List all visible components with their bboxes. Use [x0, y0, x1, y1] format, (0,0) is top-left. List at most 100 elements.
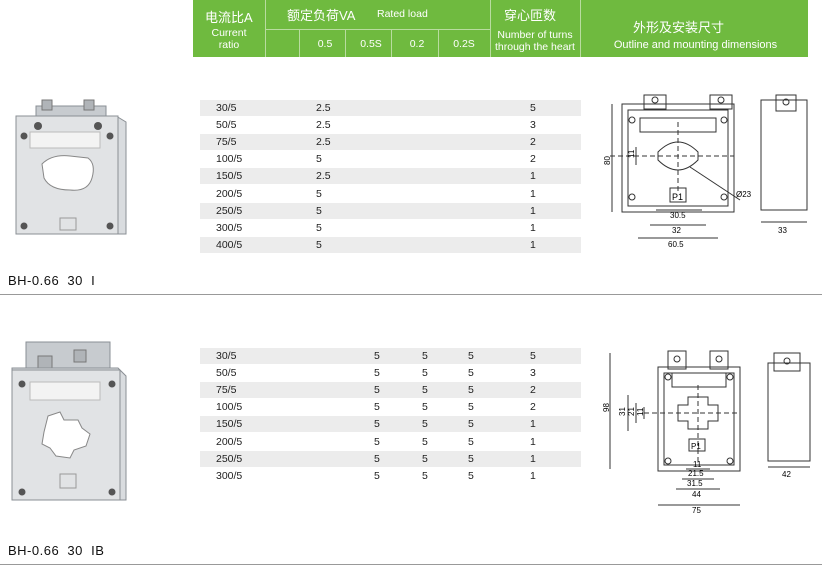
- product-photo-bh30-ib: [11, 341, 127, 501]
- cell-ratio: 50/5: [216, 119, 237, 131]
- cell-load-05: 5: [374, 470, 380, 482]
- cell-load-05: 5: [374, 384, 380, 396]
- load-class-1: 0.5S: [360, 38, 382, 50]
- cell-ratio: 30/5: [216, 102, 237, 114]
- cell-ratio: 100/5: [216, 401, 243, 413]
- cell-turns: 1: [530, 453, 536, 465]
- cell-load-05s: 5: [422, 453, 428, 465]
- cell-load: 5: [316, 153, 322, 165]
- cell-load-05s: 5: [422, 367, 428, 379]
- dimension-drawing-bh30-i: 80 11 30.5 32 60.5 Ø23 33 P1: [603, 94, 808, 249]
- cell-turns: 1: [530, 470, 536, 482]
- header-turns-en-1: Number of turns: [497, 29, 573, 41]
- cell-turns: 2: [530, 401, 536, 413]
- header-load-cn: 额定负荷VA: [287, 8, 356, 23]
- cell-turns: 2: [530, 153, 536, 165]
- table-row: 300/5 5 1: [200, 220, 581, 236]
- cell-ratio: 400/5: [216, 239, 243, 251]
- header-load-en: Rated load: [377, 8, 428, 20]
- header-divider: [438, 29, 439, 57]
- load-class-3: 0.2S: [453, 38, 475, 50]
- cell-turns: 1: [530, 436, 536, 448]
- cell-turns: 1: [530, 205, 536, 217]
- header-turns-cn: 穿心匝数: [504, 8, 557, 23]
- cell-ratio: 75/5: [216, 136, 237, 148]
- cell-load: 2.5: [316, 119, 331, 131]
- load-class-0: 0.5: [317, 38, 333, 50]
- table-row: 30/5 2.5 5: [200, 100, 581, 116]
- cell-ratio: 200/5: [216, 188, 243, 200]
- dim2-21-5: 21.5: [688, 469, 704, 478]
- cell-load: 5: [316, 239, 322, 251]
- table-row: 400/5 5 1: [200, 237, 581, 253]
- dim2-31-5: 31.5: [687, 479, 703, 488]
- cell-ratio: 250/5: [216, 453, 243, 465]
- cell-load-05s: 5: [422, 436, 428, 448]
- cell-load-05s: 5: [422, 401, 428, 413]
- cell-ratio: 50/5: [216, 367, 237, 379]
- cell-load-05s: 5: [422, 418, 428, 430]
- header-divider: [580, 0, 581, 57]
- cell-load-05s: 5: [422, 350, 428, 362]
- cell-turns: 5: [530, 102, 536, 114]
- cell-turns: 2: [530, 136, 536, 148]
- cell-load-02: 5: [468, 384, 474, 396]
- cell-load-02: 5: [468, 350, 474, 362]
- header-divider: [345, 29, 346, 57]
- cell-turns: 3: [530, 367, 536, 379]
- header-dims-en: Outline and mounting dimensions: [613, 39, 778, 51]
- dim2-75: 75: [692, 506, 701, 515]
- header-divider: [265, 29, 490, 30]
- cell-turns: 1: [530, 239, 536, 251]
- cell-turns: 5: [530, 350, 536, 362]
- table-header: 电流比A Current ratio 额定负荷VA Rated load 0.5…: [193, 0, 808, 57]
- cell-load-05: 5: [374, 367, 380, 379]
- cell-ratio: 300/5: [216, 222, 243, 234]
- cell-ratio: 300/5: [216, 470, 243, 482]
- cell-ratio: 150/5: [216, 170, 243, 182]
- cell-load-05: 5: [374, 453, 380, 465]
- cell-turns: 2: [530, 384, 536, 396]
- header-dims-cn: 外形及安装尺寸: [633, 20, 725, 35]
- cell-load: 5: [316, 188, 322, 200]
- cell-load-05s: 5: [422, 470, 428, 482]
- cell-ratio: 200/5: [216, 436, 243, 448]
- dim2-21: 21: [627, 407, 636, 416]
- cell-load: 5: [316, 222, 322, 234]
- dim2-depth: 42: [782, 470, 791, 479]
- terminal-label-2: P1: [691, 442, 701, 451]
- cell-load: 2.5: [316, 170, 331, 182]
- cell-load: 5: [316, 205, 322, 217]
- dim-total: 60.5: [668, 240, 684, 249]
- dim2-31: 31: [618, 407, 627, 416]
- product-photo-bh30-i: [15, 99, 127, 235]
- dim2-w11: 11: [693, 460, 702, 469]
- cell-ratio: 150/5: [216, 418, 243, 430]
- section-divider: [0, 564, 822, 565]
- cell-load-02: 5: [468, 436, 474, 448]
- cell-load: 2.5: [316, 102, 331, 114]
- dim-hole-dia: Ø23: [736, 190, 752, 199]
- dim-height: 80: [603, 156, 612, 165]
- cell-turns: 1: [530, 222, 536, 234]
- dimension-drawing-bh30-ib: 98 31 21 11 11 21.5 31.5 44 75 42 P1: [602, 350, 811, 515]
- dim-depth: 33: [778, 226, 787, 235]
- dim2-44: 44: [692, 490, 701, 499]
- terminal-label: P1: [672, 192, 683, 202]
- cell-ratio: 75/5: [216, 384, 237, 396]
- header-divider: [391, 29, 392, 57]
- header-divider: [299, 29, 300, 57]
- cell-ratio: 30/5: [216, 350, 237, 362]
- dim-inner: 30.5: [670, 211, 686, 220]
- header-divider: [265, 0, 266, 57]
